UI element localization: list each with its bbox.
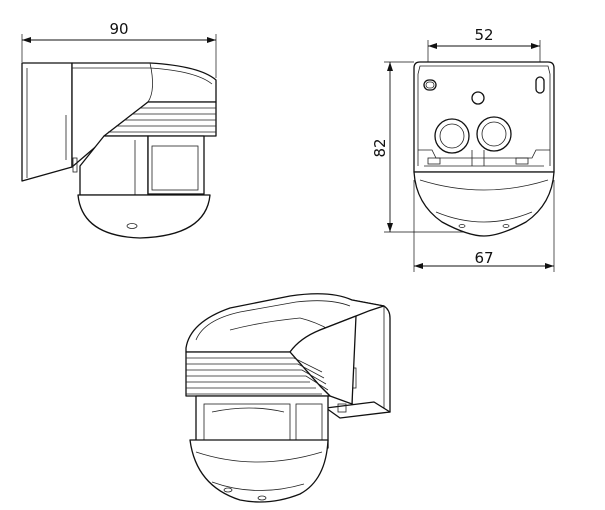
dimension-label-82: 82 bbox=[371, 138, 389, 157]
iso-dome bbox=[189, 439, 329, 503]
side-lens-frame bbox=[147, 135, 205, 195]
dimension-label-52: 52 bbox=[474, 26, 493, 44]
front-view: 52 82 67 bbox=[371, 26, 555, 272]
dimension-height-front: 82 bbox=[371, 61, 470, 233]
screw-hole bbox=[471, 91, 485, 105]
iso-cover-side bbox=[289, 315, 357, 405]
dimension-label-90: 90 bbox=[109, 20, 128, 38]
side-view: 90 bbox=[21, 20, 217, 239]
front-dome bbox=[413, 171, 555, 237]
isometric-view bbox=[185, 293, 391, 503]
side-wall-plate bbox=[21, 62, 73, 182]
iso-foot bbox=[325, 401, 391, 419]
iso-ribbed-ring bbox=[185, 351, 331, 397]
dimension-label-67: 67 bbox=[474, 249, 493, 267]
dimension-bottom-width-front: 67 bbox=[413, 180, 555, 272]
mounting-slot-right bbox=[535, 76, 545, 94]
side-dome bbox=[77, 194, 211, 239]
dimension-width-side: 90 bbox=[21, 20, 217, 78]
